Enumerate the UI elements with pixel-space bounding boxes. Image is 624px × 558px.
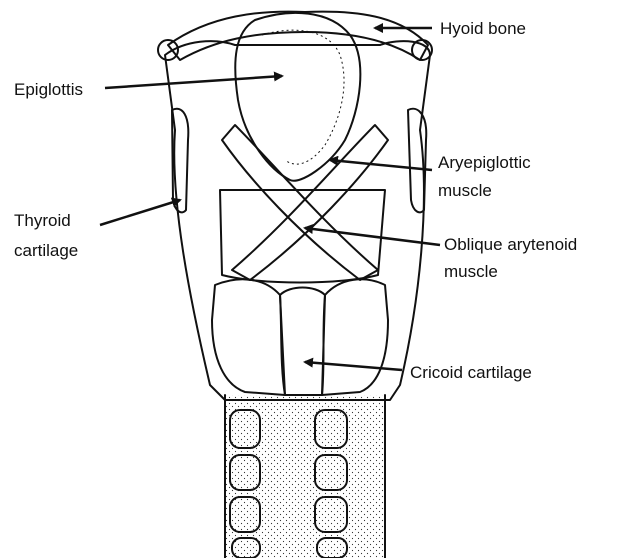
epiglottis-arrow — [104, 71, 284, 90]
thyroid-cartilage — [164, 40, 431, 401]
label-oblique-1: Oblique arytenoid — [444, 235, 577, 254]
epiglottis — [234, 11, 362, 182]
label-aryepiglottic-2: muscle — [438, 181, 492, 200]
thyroid-cartilage-arrow — [99, 197, 182, 227]
label-epiglottis: Epiglottis — [14, 80, 83, 99]
leader-lines — [99, 23, 441, 372]
hyoid-bone — [157, 10, 433, 61]
cricoid-cartilage — [211, 278, 389, 396]
label-thyroid-1: Thyroid — [14, 211, 71, 230]
trachea — [224, 394, 386, 558]
label-thyroid-2: cartilage — [14, 241, 78, 260]
tracheal-rings — [229, 409, 348, 558]
label-oblique-2: muscle — [444, 262, 498, 281]
label-cricoid: Cricoid cartilage — [410, 363, 532, 382]
oblique-arytenoid-arrow — [303, 224, 441, 247]
cricoid-cartilage-arrow — [303, 357, 403, 372]
label-hyoid-bone: Hyoid bone — [440, 19, 526, 38]
label-aryepiglottic-1: Aryepiglottic — [438, 153, 531, 172]
aryepiglottic-arrow — [328, 155, 433, 172]
arytenoid-muscles — [219, 124, 389, 284]
labels: Hyoid bone Epiglottis Aryepiglottic musc… — [14, 19, 577, 382]
